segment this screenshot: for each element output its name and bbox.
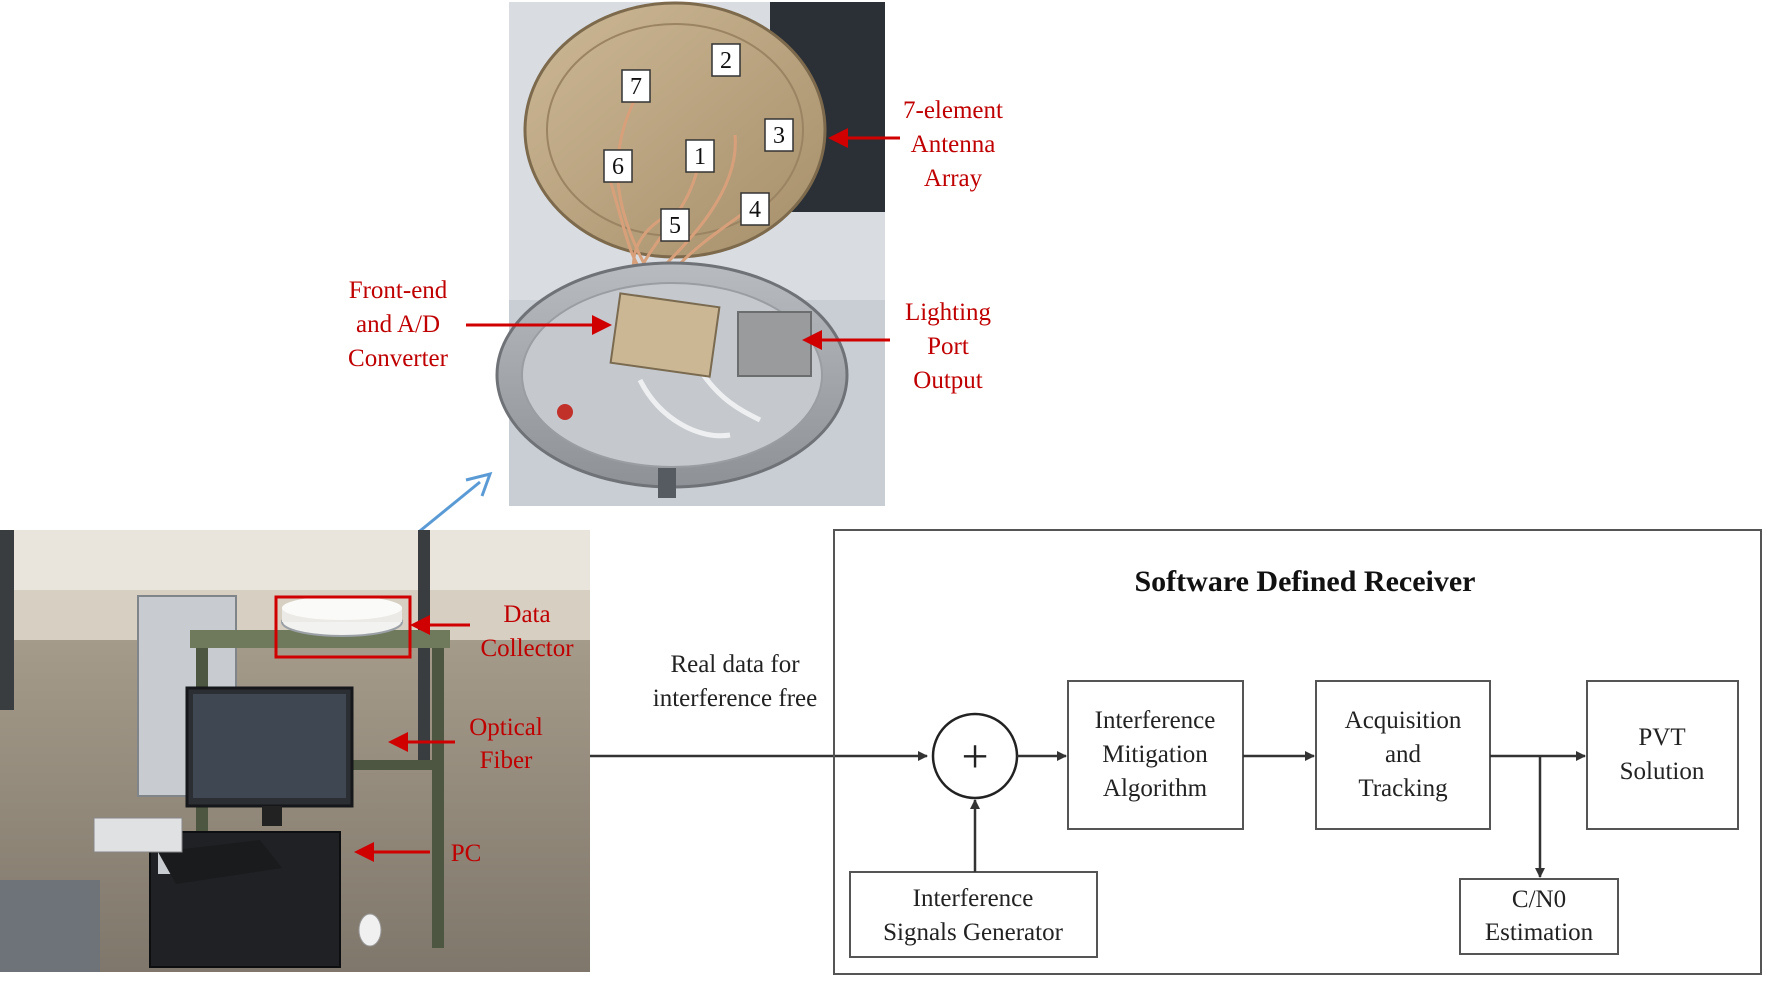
antenna-photo: 1 2 3 4 5 6 7 [495,1,885,506]
lighting-port-label-line3: Output [913,367,983,394]
element-tag-7: 7 [621,69,651,103]
antenna-array-label-line1: 7-element [903,97,1003,124]
data-collector-label-line2: Collector [480,635,574,662]
data-collector-highlight [274,595,412,659]
summing-junction: + [931,712,1019,800]
element-tag-4: 4 [740,192,770,226]
acquisition-label-line2: and [1385,741,1422,768]
element-tag-2: 2 [711,43,741,77]
pc-label: PC [451,840,482,867]
red-arrow-icon [354,842,374,862]
optical-fiber-label-line2: Fiber [480,747,533,774]
acquisition-label-line1: Acquisition [1345,707,1462,734]
cn0-label-line1: C/N0 [1512,886,1566,913]
connector [658,468,676,498]
element-number-2: 2 [720,48,732,74]
generator-label-line2: Signals Generator [883,919,1063,946]
element-number-5: 5 [669,213,681,239]
front-end-label-line1: Front-end [349,277,448,304]
generator-label-line1: Interference [913,885,1034,912]
optical-fiber-label-line1: Optical [469,714,543,741]
receiver-frame [833,529,1762,975]
input-label-line2: interference free [653,685,817,712]
input-label-line1: Real data for [670,651,800,678]
optical-fiber-callout: Optical Fiber [388,714,543,774]
element-tag-1: 1 [685,139,715,173]
cn0-block: C/N0 Estimation [1459,878,1619,955]
table-top [190,630,450,648]
element-tag-3: 3 [764,118,794,152]
element-number-4: 4 [749,197,761,223]
element-number-7: 7 [630,74,642,100]
pvt-label-line1: PVT [1638,724,1685,751]
lighting-port-callout: Lighting Port Output [802,299,992,394]
acquisition-label-line3: Tracking [1358,775,1448,802]
blue-arrow-icon [465,471,493,497]
antenna-array-label-line3: Array [924,165,983,192]
pc-callout: PC [354,840,481,867]
element-number-6: 6 [612,154,624,180]
red-arrow-icon [828,128,848,148]
antenna-array-label-line2: Antenna [911,131,996,158]
keyboard [158,840,282,884]
lighting-port-box [737,311,812,377]
lighting-port-label-line1: Lighting [905,299,992,326]
red-arrow-icon [388,732,408,752]
mouse [358,913,382,947]
data-collector-label-line1: Data [503,601,550,628]
receiver-title: Software Defined Receiver [1135,565,1476,598]
element-tag-6: 6 [603,149,633,183]
setup-photo [0,530,590,972]
mitigation-label-line2: Mitigation [1102,741,1208,768]
generator-block: Interference Signals Generator [849,871,1098,958]
power-supply [93,817,183,853]
red-arrow-icon [802,330,822,350]
plus-icon: + [961,730,988,783]
element-tag-5: 5 [660,208,690,242]
front-end-label-line2: and A/D [356,311,440,338]
acquisition-block: Acquisition and Tracking [1315,680,1491,830]
pvt-block: PVT Solution [1586,680,1739,830]
antenna-array-callout: 7-element Antenna Array [828,97,1003,192]
pvt-label-line2: Solution [1620,758,1705,785]
mitigation-block: Interference Mitigation Algorithm [1067,680,1244,830]
lighting-port-label-line2: Port [927,333,969,360]
red-arrow-icon [592,315,612,335]
front-end-callout: Front-end and A/D Converter [348,277,612,372]
mitigation-label-line3: Algorithm [1103,775,1208,802]
antenna-element-numbers: 1 2 3 4 5 6 7 [603,43,794,242]
element-number-1: 1 [694,144,706,170]
front-end-label-line3: Converter [348,345,449,372]
cn0-label-line2: Estimation [1485,919,1594,946]
front-end-board [609,292,721,378]
input-label: Real data for interference free [653,651,817,712]
mitigation-label-line1: Interference [1095,707,1216,734]
red-arrow-icon [410,615,430,635]
element-number-3: 3 [773,123,785,149]
data-collector-callout: Data Collector [410,601,574,662]
